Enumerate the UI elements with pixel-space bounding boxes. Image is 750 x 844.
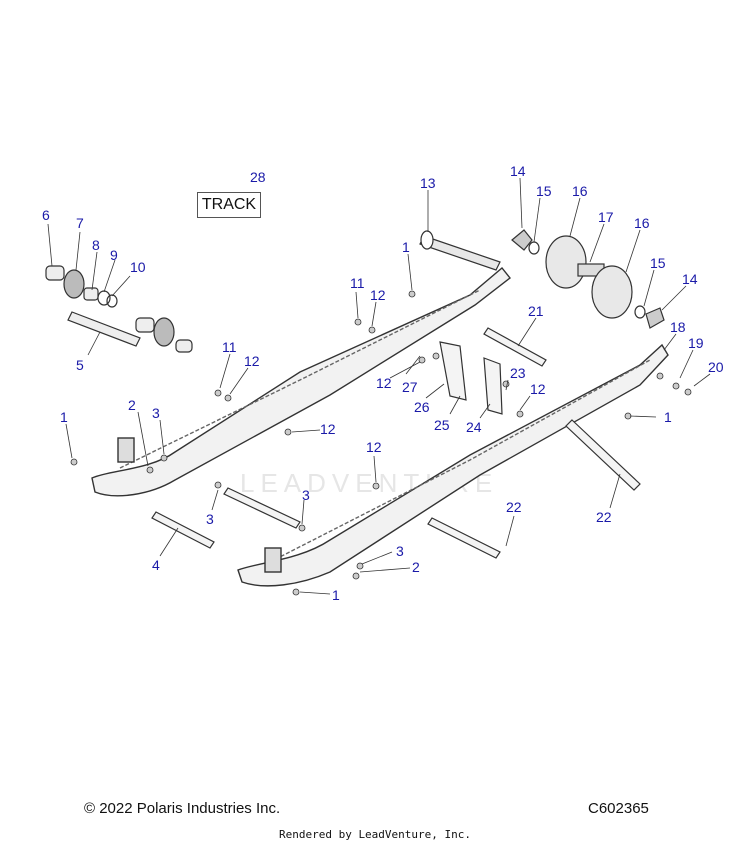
callout-12-a: 12 (370, 287, 386, 303)
callout-16-a: 16 (572, 183, 588, 199)
callout-14-b: 14 (682, 271, 698, 287)
callout-17: 17 (598, 209, 614, 225)
rear-axle-parts (419, 229, 665, 329)
callout-19: 19 (688, 335, 704, 351)
callout-1-a: 1 (402, 239, 410, 255)
cross-shafts (151, 327, 641, 559)
callout-20: 20 (708, 359, 724, 375)
callout-23: 23 (510, 365, 526, 381)
callout-12-f: 12 (530, 381, 546, 397)
callout-1-c: 1 (664, 409, 672, 425)
right-rail (237, 343, 669, 587)
callout-22-b: 22 (506, 499, 522, 515)
copyright-text: © 2022 Polaris Industries Inc. (84, 800, 281, 817)
callout-14-a: 14 (510, 163, 526, 179)
leader-lines (47, 177, 711, 595)
callout-12-e: 12 (366, 439, 382, 455)
callout-16-b: 16 (634, 215, 650, 231)
callout-1-d: 1 (332, 587, 340, 603)
rendered-by-text: Rendered by LeadVenture, Inc. (278, 828, 472, 841)
callout-2-b: 2 (412, 559, 420, 575)
callout-24: 24 (466, 419, 482, 435)
callout-25: 25 (434, 417, 450, 433)
front-axle-parts (45, 265, 193, 353)
callout-3-d: 3 (396, 543, 404, 559)
callout-26: 26 (414, 399, 430, 415)
callout-labels: 1 1 1 1 1 2 2 3 3 3 3 4 5 6 7 8 9 10 11 … (42, 163, 724, 603)
diagram-code: C602365 (588, 800, 649, 817)
callout-21: 21 (528, 303, 544, 319)
callout-18: 18 (670, 319, 686, 335)
callout-15-a: 15 (536, 183, 552, 199)
callout-27: 27 (402, 379, 418, 395)
callout-5: 5 (76, 357, 84, 373)
callout-1-b: 1 (60, 409, 68, 425)
callout-10: 10 (130, 259, 146, 275)
callout-28: 28 (250, 169, 266, 185)
callout-12-d: 12 (320, 421, 336, 437)
track-label-box: TRACK (197, 192, 261, 218)
callout-8: 8 (92, 237, 100, 253)
hardware (70, 290, 692, 596)
callout-11-a: 11 (350, 275, 365, 291)
callout-3-a: 3 (152, 405, 160, 421)
callout-2-a: 2 (128, 397, 136, 413)
callout-6: 6 (42, 207, 50, 223)
left-rail (91, 267, 511, 497)
callout-11-b: 11 (222, 339, 237, 355)
callout-4: 4 (152, 557, 160, 573)
callout-3-c: 3 (302, 487, 310, 503)
callout-7: 7 (76, 215, 84, 231)
callout-3-b: 3 (206, 511, 214, 527)
callout-22-a: 22 (596, 509, 612, 525)
callout-12-c: 12 (376, 375, 392, 391)
callout-15-b: 15 (650, 255, 666, 271)
callout-13: 13 (420, 175, 436, 191)
callout-9: 9 (110, 247, 118, 263)
callout-12-b: 12 (244, 353, 260, 369)
